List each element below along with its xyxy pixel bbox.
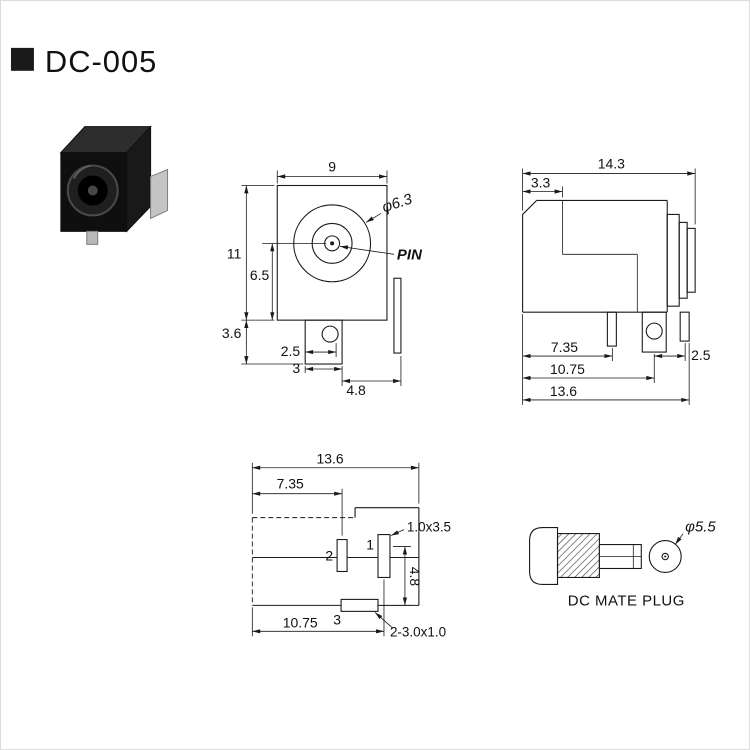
- front-dim-tab-width: 3: [292, 360, 300, 376]
- bottom-pin3-number: 3: [333, 611, 341, 627]
- side-dim-side-pin: 10.75: [550, 361, 585, 377]
- photo-bottom-terminal: [86, 230, 99, 245]
- side-view-outline: [522, 199, 696, 353]
- bottom-dim-pin2-pos: 7.35: [277, 476, 304, 492]
- front-pin-center-dot: [330, 241, 335, 246]
- side-terminal-hole: [645, 322, 663, 340]
- side-dim-front-pin-gap: 2.5: [691, 347, 711, 363]
- plug-dim-dia: φ5.5: [685, 519, 716, 536]
- bottom-pin1-number: 1: [366, 537, 374, 553]
- front-center-terminal: [304, 319, 343, 365]
- plug-knurl-grip: [556, 533, 600, 579]
- side-side-terminal: [641, 311, 667, 353]
- mate-plug-view: φ5.5 DC MATE PLUG: [529, 519, 716, 609]
- front-dim-width: 9: [328, 159, 336, 175]
- title-bullet-square: [10, 47, 34, 71]
- side-dim-front-pin: 13.6: [550, 383, 577, 399]
- plug-boot: [529, 527, 559, 585]
- bottom-pin3-pad: [340, 598, 379, 612]
- product-code: DC-005: [45, 44, 157, 79]
- front-dim-center-to-bottom: 6.5: [250, 267, 270, 283]
- side-barrel-ring-1: [666, 213, 680, 307]
- front-dim-pin-gap: 4.8: [346, 382, 366, 398]
- header: DC-005: [10, 44, 157, 79]
- photo-highlight: [72, 164, 92, 180]
- side-front-terminal: [679, 311, 690, 342]
- side-barrel-ring-2: [678, 221, 688, 299]
- bottom-label-pin1-slot: 1.0x3.5: [407, 520, 451, 535]
- front-view-dimensions: 9 11 6.5 3.6 2.5 3 4.8 φ6.3 PIN: [222, 159, 423, 398]
- front-dim-tab-length: 3.6: [222, 325, 242, 341]
- product-photo: [59, 125, 169, 245]
- bottom-pin2-number: 2: [325, 548, 333, 564]
- bottom-label-pin3-slot: 2-3.0x1.0: [390, 624, 446, 639]
- front-terminal-hole: [321, 325, 339, 343]
- side-view: 14.3 3.3 7.35 2.5 10.75 13.6: [522, 156, 711, 405]
- front-view: 9 11 6.5 3.6 2.5 3 4.8 φ6.3 PIN: [222, 159, 423, 398]
- front-dim-hole-offset: 2.5: [281, 343, 301, 359]
- bottom-pin1-pad: [377, 534, 391, 579]
- plug-tip-center-dot: [664, 555, 667, 558]
- bottom-dim-total-length: 13.6: [317, 451, 344, 467]
- bottom-pin2-pad: [336, 539, 348, 573]
- bottom-view: 2 1 3 13.6 7.35 1.0x3.5 4.8 10.75 2-3.0x…: [251, 451, 451, 639]
- front-label-barrel-dia: φ6.3: [380, 190, 415, 216]
- front-label-pin: PIN: [397, 246, 423, 263]
- side-center-terminal: [606, 311, 617, 347]
- bottom-dim-pin1-pos: 10.75: [283, 614, 318, 630]
- side-dim-back-step: 3.3: [531, 175, 551, 191]
- plug-caption: DC MATE PLUG: [568, 592, 685, 609]
- bottom-view-outline: 2 1 3: [251, 507, 420, 627]
- bottom-view-dimensions: 13.6 7.35 1.0x3.5 4.8 10.75 2-3.0x1.0: [251, 451, 451, 639]
- front-side-terminal: [393, 277, 402, 354]
- plug-tip-hole: [661, 552, 669, 561]
- side-view-dimensions: 14.3 3.3 7.35 2.5 10.75 13.6: [522, 156, 711, 405]
- front-view-outline: [276, 184, 402, 365]
- side-dim-total-width: 14.3: [598, 156, 625, 172]
- photo-center-pin: [87, 185, 98, 196]
- side-barrel-ring-3: [686, 227, 696, 293]
- front-dim-height: 11: [227, 245, 242, 261]
- front-body-outline: [276, 184, 388, 321]
- photo-side-terminal: [150, 168, 169, 220]
- side-dim-center-pin: 7.35: [551, 339, 578, 355]
- plug-tip-circle: [648, 540, 682, 574]
- bottom-dim-row-gap: 4.8: [407, 567, 423, 587]
